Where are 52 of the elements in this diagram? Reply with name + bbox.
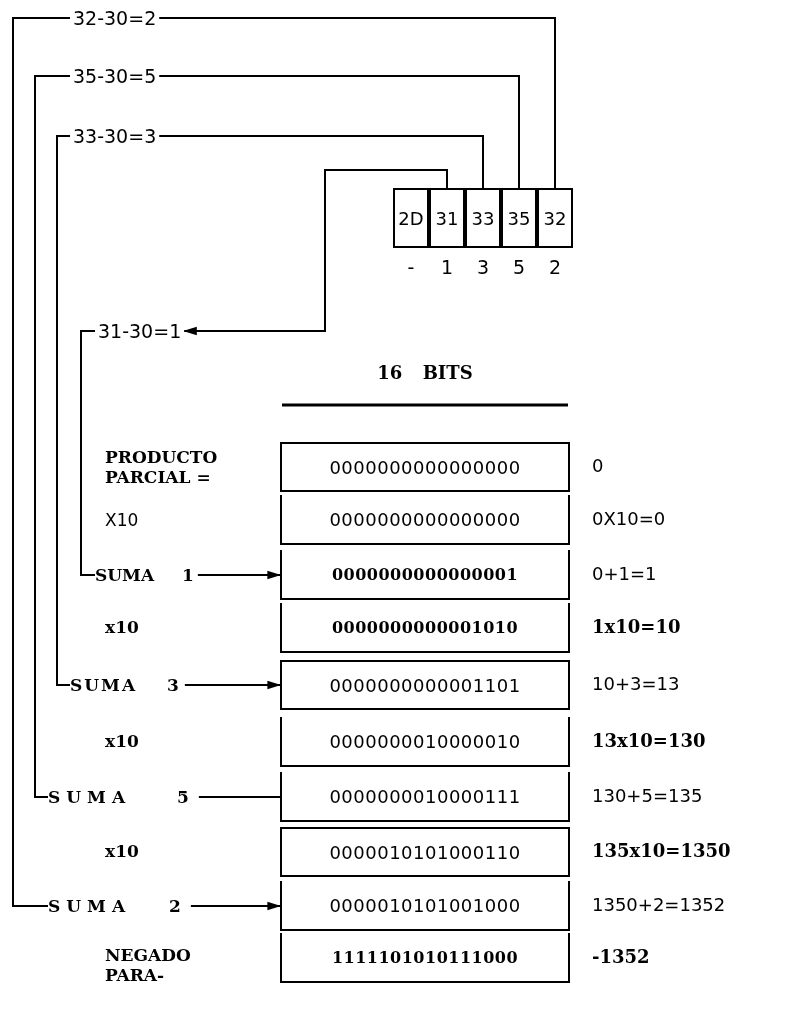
- row-label: PRODUCTO PARCIAL =: [105, 447, 219, 487]
- register-row: 0000000010000111: [280, 772, 570, 822]
- result-text: 1x10=10: [592, 616, 681, 637]
- result-text: 0+1=1: [592, 563, 657, 584]
- connector-line: [196, 570, 282, 580]
- register-row: 0000000000001101: [280, 660, 570, 710]
- result-text: -1352: [592, 946, 650, 967]
- register-row: 0000010101001000: [280, 881, 570, 931]
- memory-cell: 35: [501, 188, 537, 248]
- connector-line: [183, 680, 282, 690]
- row-label: x10: [105, 617, 140, 637]
- digit-text: 5: [511, 256, 527, 278]
- memory-cell: 32: [537, 188, 573, 248]
- row-label: X10: [105, 510, 140, 530]
- result-text: 13x10=130: [592, 730, 706, 751]
- result-text: 135x10=1350: [592, 840, 731, 861]
- digit-text: 3: [475, 256, 491, 278]
- result-text: 0X10=0: [592, 508, 666, 529]
- row-label: x10: [105, 731, 140, 751]
- connector-line: [56, 135, 71, 686]
- register-row: 0000000000000001: [280, 550, 570, 600]
- sum-label: SUMA 3: [70, 672, 185, 698]
- memory-cell: 31: [429, 188, 465, 248]
- connector-line: [158, 75, 520, 189]
- connector-line: [158, 17, 556, 189]
- register-row: 0000000000001010: [280, 603, 570, 653]
- digit-text: -: [406, 256, 416, 278]
- bit-width-label: 16 BITS: [376, 362, 474, 383]
- memory-cell: 2D: [393, 188, 429, 248]
- connector-line: [197, 796, 281, 798]
- digit-text: 1: [439, 256, 455, 278]
- row-label: NEGADO PARA-: [105, 945, 192, 985]
- result-text: 1350+2=1352: [592, 894, 726, 915]
- sum-label: SUMA 2: [48, 893, 191, 919]
- register-row: 0000010101000110: [280, 827, 570, 877]
- memory-cell: 33: [465, 188, 501, 248]
- sum-label: SUMA 5: [48, 784, 199, 810]
- register-row: 1111101010111000: [280, 933, 570, 983]
- register-row: 0000000000000000: [280, 442, 570, 492]
- connector-line: [189, 901, 282, 911]
- result-text: 10+3=13: [592, 673, 680, 694]
- result-text: 0: [592, 455, 604, 476]
- connector-line: [34, 75, 71, 798]
- digit-text: 2: [547, 256, 563, 278]
- register-row: 0000000010000010: [280, 717, 570, 767]
- result-text: 130+5=135: [592, 785, 703, 806]
- register-row: 0000000000000000: [280, 495, 570, 545]
- sum-label: SUMA 1: [95, 562, 198, 588]
- connector-line: [12, 17, 71, 907]
- row-label: x10: [105, 841, 140, 861]
- connector-line: [80, 330, 96, 576]
- connector-line: [158, 135, 484, 189]
